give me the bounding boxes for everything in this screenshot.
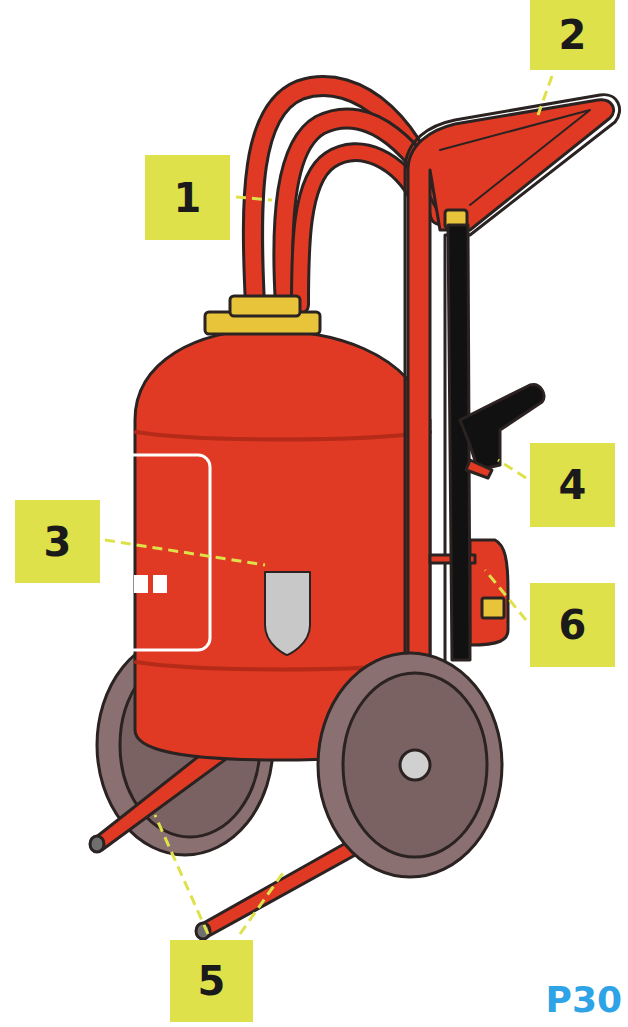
hose bbox=[300, 152, 420, 305]
nozzle-trigger bbox=[466, 460, 492, 478]
panel-mark bbox=[115, 575, 129, 593]
callout-number: 3 bbox=[44, 522, 72, 562]
page-code: P30 bbox=[546, 982, 622, 1018]
support-leg bbox=[200, 835, 368, 937]
shield-plate bbox=[265, 572, 310, 655]
leader-line bbox=[155, 815, 208, 934]
hose bbox=[300, 152, 420, 305]
leader-line bbox=[105, 540, 265, 565]
hose-clip bbox=[482, 598, 504, 618]
callout-box: 4 bbox=[530, 443, 615, 527]
leader-line bbox=[498, 460, 526, 478]
label-panel bbox=[110, 455, 210, 650]
callout-number: 2 bbox=[559, 15, 587, 55]
leg-cap bbox=[90, 836, 104, 852]
leader-line bbox=[538, 76, 552, 115]
leader-line bbox=[236, 197, 272, 200]
callout-number: 1 bbox=[174, 178, 202, 218]
callout-box: 6 bbox=[530, 583, 615, 667]
callout-number: 5 bbox=[198, 961, 226, 1001]
callout-box: 2 bbox=[530, 0, 615, 70]
callout-number: 4 bbox=[559, 465, 587, 505]
panel-mark bbox=[112, 498, 126, 516]
leader-line bbox=[485, 570, 526, 620]
callout-box: 1 bbox=[145, 155, 230, 240]
wheel bbox=[318, 653, 502, 877]
discharge-hose bbox=[448, 225, 470, 660]
valve-cap bbox=[230, 296, 300, 316]
leader-line bbox=[240, 870, 285, 934]
wheel-rim bbox=[343, 673, 487, 857]
callout-box: 5 bbox=[170, 940, 253, 1022]
handle-inner bbox=[440, 110, 590, 205]
callout-number: 6 bbox=[559, 605, 587, 645]
body-band bbox=[136, 432, 430, 440]
callout-box: 3 bbox=[15, 500, 100, 583]
wheel-hub bbox=[400, 750, 430, 780]
panel-mark bbox=[153, 575, 167, 593]
panel-mark bbox=[134, 575, 148, 593]
